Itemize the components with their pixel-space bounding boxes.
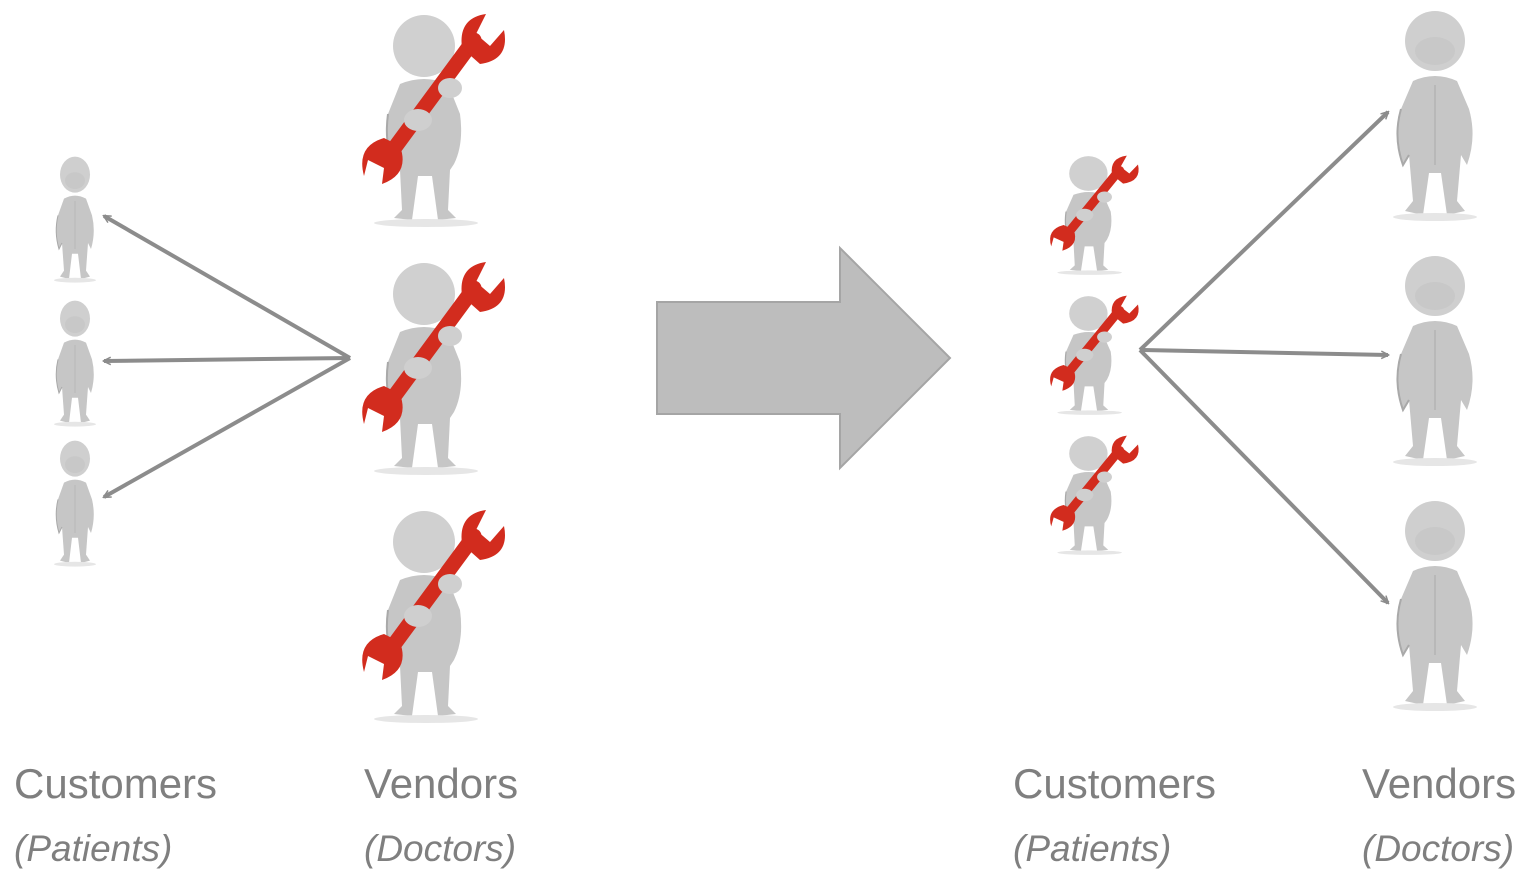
after-customers-sublabel: (Patients) [1013,828,1172,869]
transition-arrow [656,245,952,471]
before-customer-figure-2 [53,300,97,428]
before-vendor-figure-1 [362,14,505,227]
after-vendor-figure-3 [1392,500,1478,712]
after-customer-figure-1 [1050,156,1139,275]
before-arrow-top [104,214,351,360]
before-customers-sublabel: (Patients) [14,828,173,869]
before-customers-label: Customers [14,760,218,807]
after-vendor-figure-2 [1392,255,1478,467]
before-vendor-figure-3 [362,510,505,723]
before-customer-figure-1 [53,156,97,284]
after-vendors-sublabel: (Doctors) [1362,828,1515,869]
before-vendors-sublabel: (Doctors) [364,828,517,869]
before-vendors-label: Vendors [364,760,519,807]
after-vendor-figure-1 [1392,10,1478,222]
after-arrow-top [1138,112,1388,352]
after-customer-figure-3 [1050,436,1139,555]
before-arrow-bottom [104,356,351,499]
before-vendor-figure-2 [362,262,505,475]
before-customer-figure-3 [53,440,97,568]
after-arrow-middle [1139,348,1388,355]
after-vendors-label: Vendors [1362,760,1517,807]
after-customers-label: Customers [1013,760,1217,807]
after-customer-figure-2 [1050,296,1139,415]
before-arrow-middle [104,356,351,361]
after-arrow-bottom [1138,348,1388,603]
